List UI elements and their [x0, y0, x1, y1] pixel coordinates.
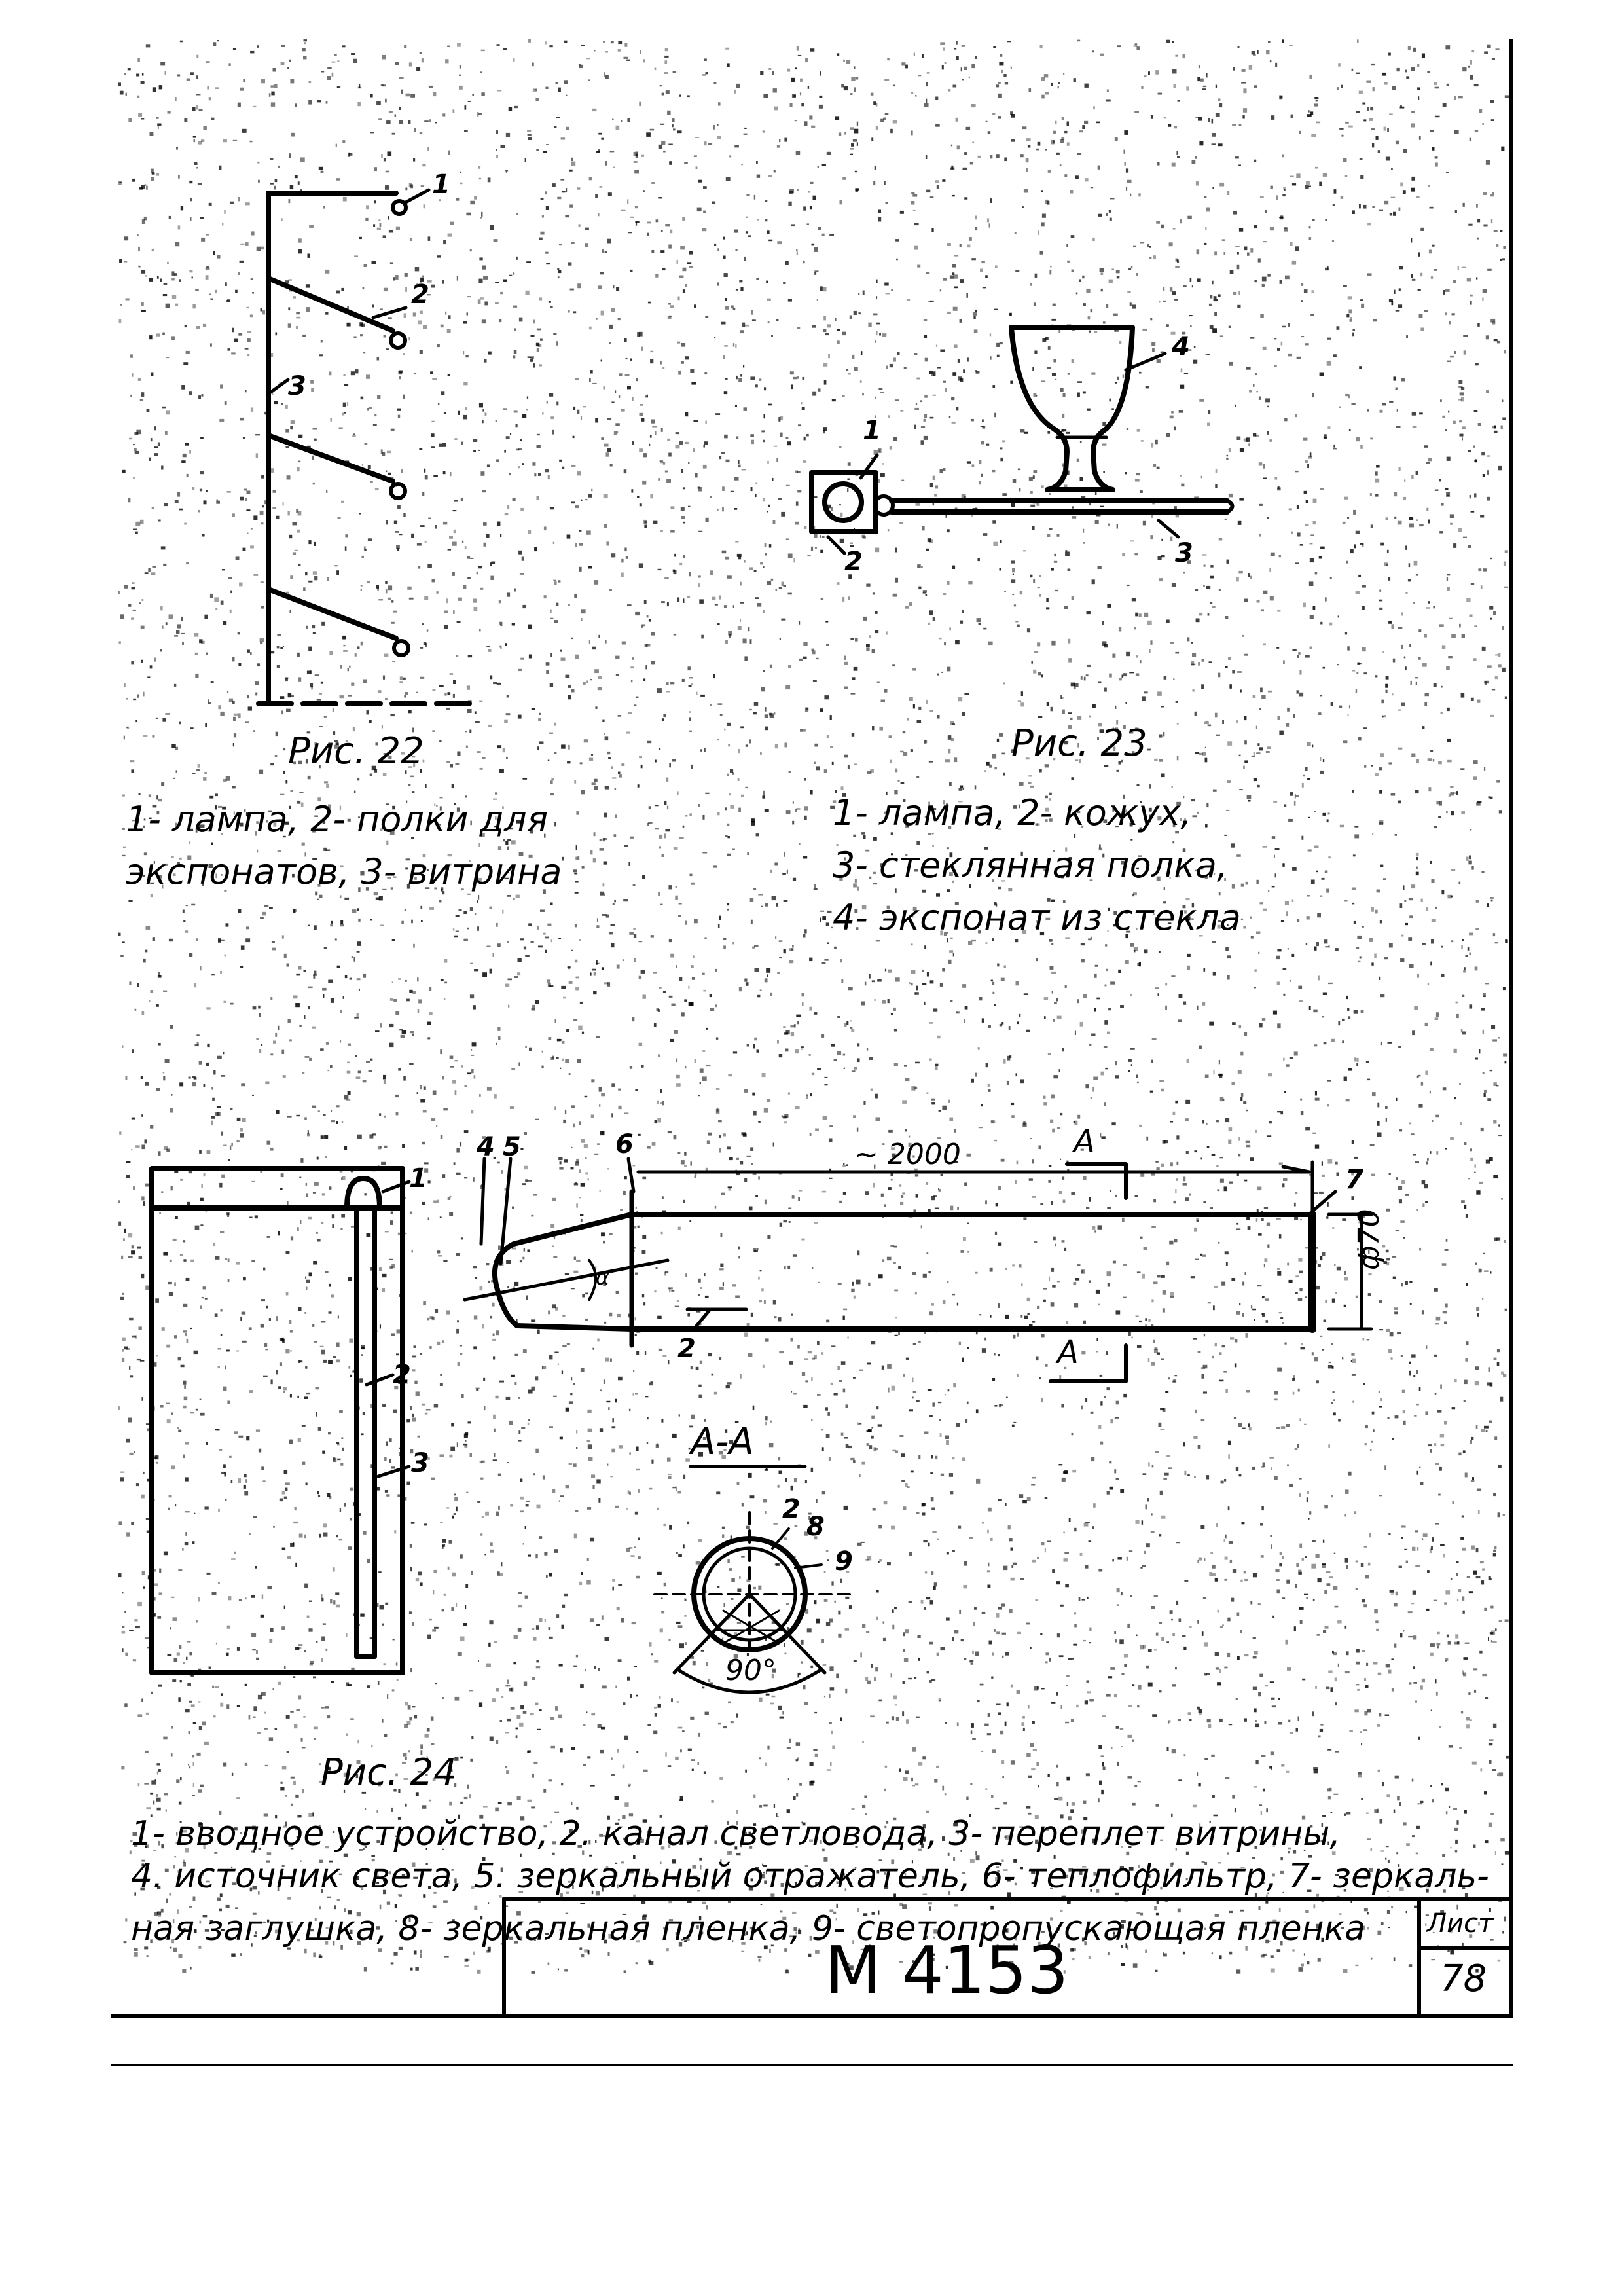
fig24-section-mark-top: А	[1074, 1123, 1095, 1160]
fig24-legend-line3: ная заглушка, 8- зеркальная пленка, 9- с…	[131, 1909, 1365, 1948]
fig24-section-label-8: 8	[806, 1512, 825, 1542]
sheet-label: Лист	[1427, 1908, 1494, 1939]
fig22-legend-line1: 1- лампа, 2- полки для	[126, 799, 549, 840]
fig23-legend-line1: 1- лампа, 2- кожух,	[833, 792, 1192, 833]
fig24-label-4: 4	[477, 1132, 495, 1162]
fig24-label-5: 5	[503, 1132, 521, 1162]
fig23-lamp	[822, 481, 864, 523]
fig24-front-label-2: 2	[393, 1360, 411, 1390]
fig24-section-label-2: 2	[782, 1494, 801, 1524]
fig22-label-2: 2	[411, 280, 429, 310]
fig24-front-label-1: 1	[409, 1163, 427, 1194]
fig23-label-4: 4	[1172, 332, 1190, 362]
fig24-legend-line2: 4. источник света, 5. зеркальный отражат…	[131, 1857, 1489, 1896]
fig23-label-3: 3	[1175, 538, 1193, 568]
fig23-caption: Рис. 23	[1011, 722, 1147, 765]
fig22-shelf-2	[266, 433, 395, 484]
fig24-angle-small: α	[596, 1265, 610, 1290]
fig23-label-2: 2	[844, 547, 863, 577]
document-code: М 4153	[825, 1932, 1069, 2009]
fig24-legend-line1: 1- вводное устройство, 2. канал светлово…	[131, 1814, 1341, 1853]
fig22-shelf-3	[266, 587, 399, 641]
fig24-label-7: 7	[1345, 1165, 1363, 1195]
fig23-legend-line2: 3- стеклянная полка,	[833, 845, 1229, 886]
fig24-input-device	[344, 1176, 382, 1211]
fig24-front-label-3: 3	[411, 1448, 429, 1478]
fig24-section-mark-bottom: А	[1057, 1334, 1079, 1371]
fig22-shelf-1	[266, 276, 395, 333]
fig22-drawing	[256, 188, 474, 706]
fig24-showcase-front	[149, 1166, 411, 1675]
fig24-label-6: 6	[615, 1129, 634, 1159]
fig22-legend-line2: экспонатов, 3- витрина	[126, 851, 562, 892]
fig24-label-2b: 2	[677, 1334, 696, 1364]
fig23-goblet-right	[1011, 327, 1132, 490]
sheet-number: 78	[1440, 1958, 1487, 2000]
fig23-label-1: 1	[863, 416, 881, 446]
fig22-label-1: 1	[432, 170, 450, 200]
fig24-caption: Рис. 24	[321, 1751, 457, 1794]
fig23-goblet	[1009, 325, 1135, 492]
fig24-dimension-diameter: ф70	[1352, 1209, 1386, 1270]
fig22-label-3: 3	[288, 371, 306, 401]
fig24-section-label-9: 9	[835, 1546, 853, 1576]
fig24-dimension-length: ~ 2000	[854, 1138, 961, 1171]
fig22-caption: Рис. 22	[288, 730, 424, 773]
fig24-section-title: А-А	[691, 1421, 754, 1463]
fig23-legend-line3: 4- экспонат из стекла	[833, 897, 1241, 938]
fig24-section-angle: 90°	[725, 1654, 776, 1687]
